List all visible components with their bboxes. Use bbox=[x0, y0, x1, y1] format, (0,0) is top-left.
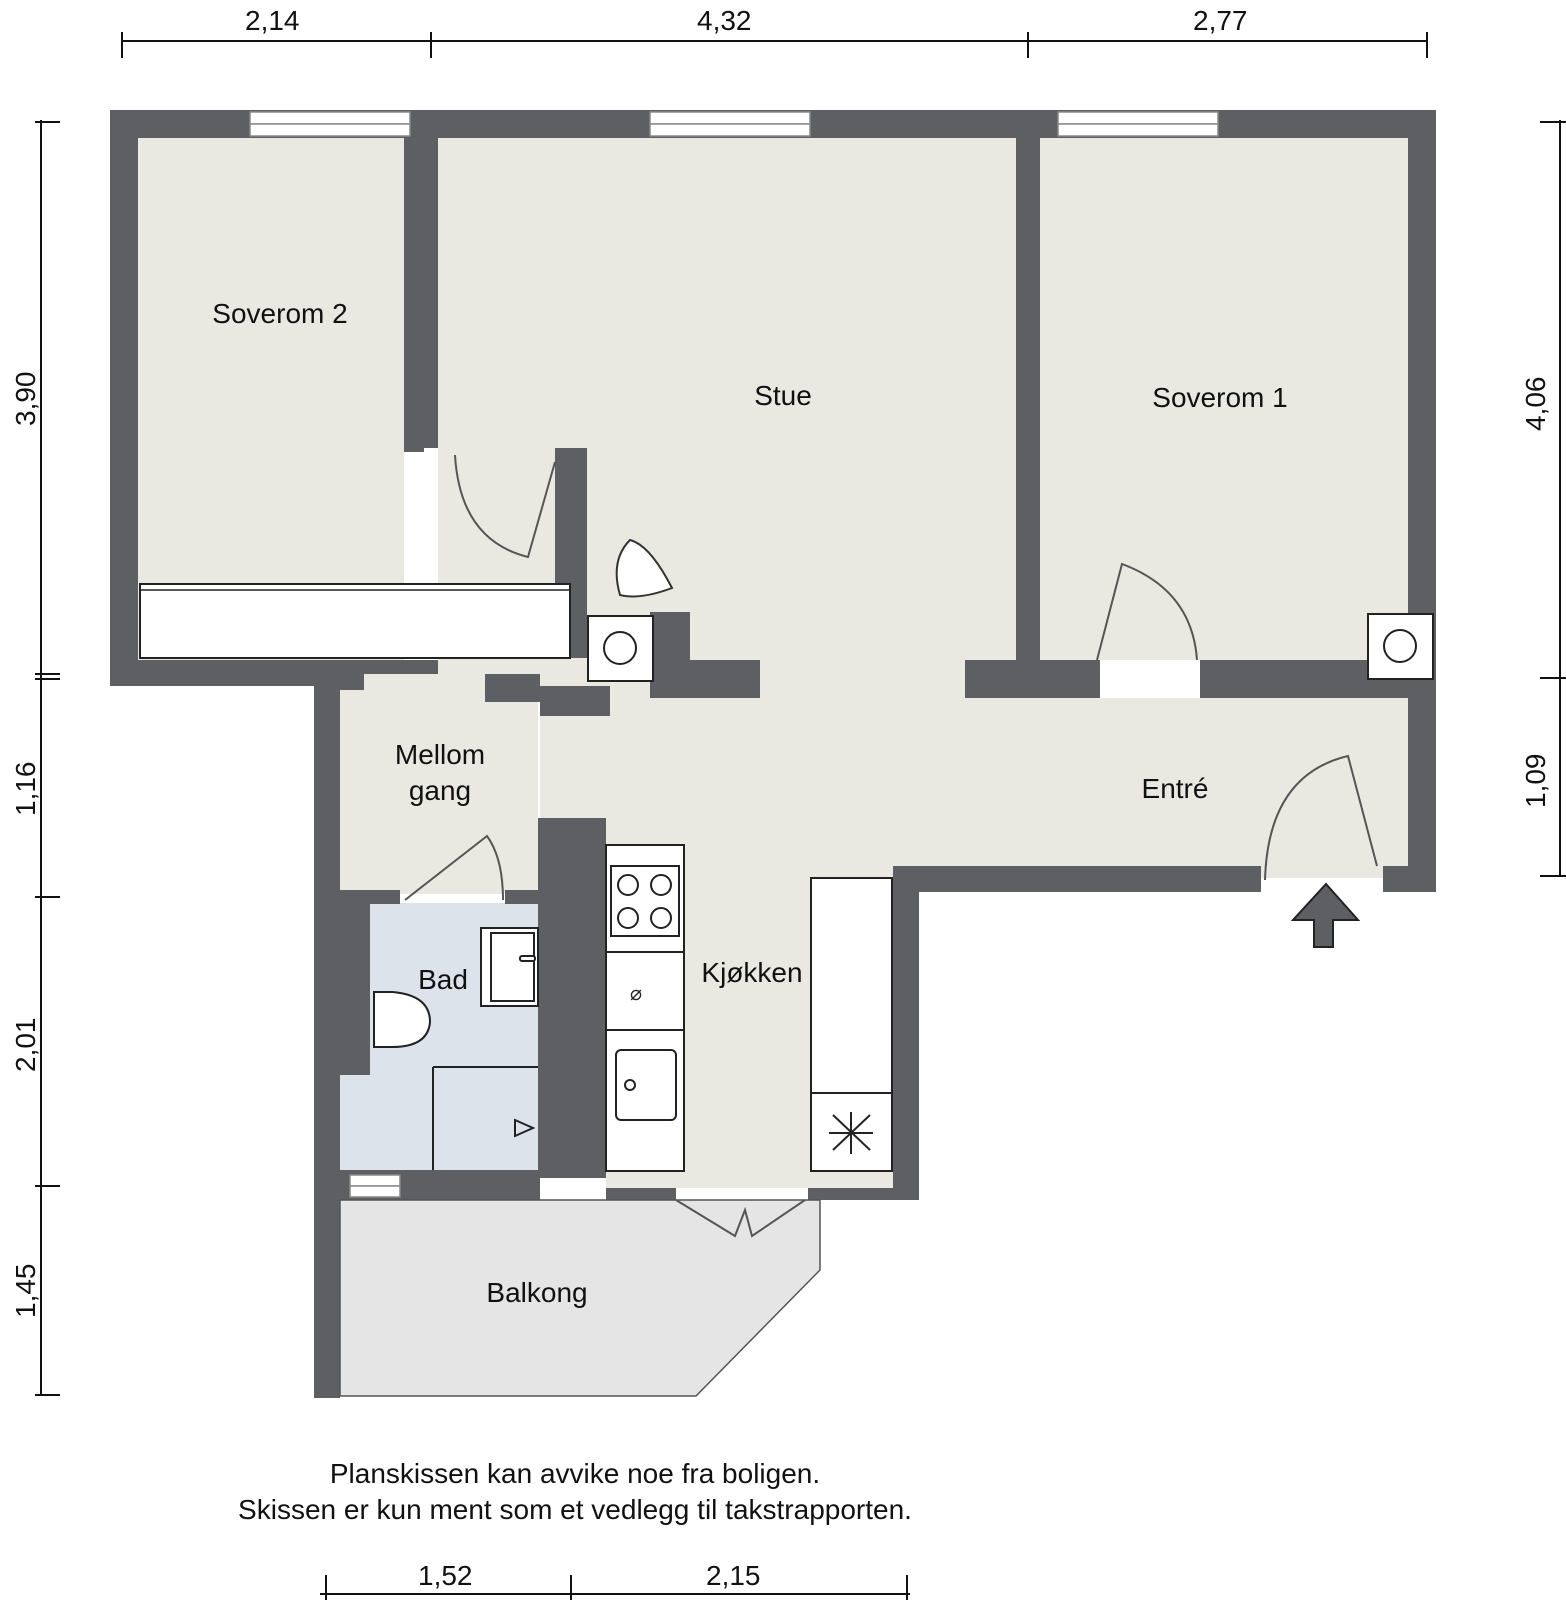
chair-icon bbox=[615, 538, 674, 598]
room-label-soverom1: Soverom 1 bbox=[1152, 382, 1288, 413]
dimension-lines bbox=[35, 32, 1566, 1600]
floors bbox=[138, 138, 1408, 1397]
dim-right-1: 4,06 bbox=[1520, 376, 1551, 432]
doors bbox=[404, 454, 1378, 1238]
dishwasher-icon: ⌀ bbox=[630, 981, 642, 1005]
dim-top-1: 2,14 bbox=[245, 5, 300, 36]
dim-bottom-2: 2,15 bbox=[706, 1560, 761, 1591]
room-label-kjokken: Kjøkken bbox=[701, 957, 803, 988]
dim-bottom-1: 1,52 bbox=[418, 1560, 473, 1591]
room-label-entre: Entré bbox=[1141, 773, 1209, 804]
room-label-balkong: Balkong bbox=[486, 1277, 588, 1308]
dim-left-3: 2,01 bbox=[10, 1017, 41, 1073]
dim-left-1: 3,90 bbox=[10, 371, 41, 427]
kitchen-counter bbox=[605, 844, 685, 1172]
bathroom-fixtures bbox=[373, 927, 539, 1170]
floor-balkong bbox=[339, 1199, 821, 1397]
disclaimer-line-2: Skissen er kun ment som et vedlegg til t… bbox=[238, 1494, 912, 1525]
room-label-mellomgang-1: Mellom bbox=[394, 739, 486, 770]
dim-top-2: 4,32 bbox=[697, 5, 752, 36]
room-label-stue: Stue bbox=[754, 380, 812, 411]
dim-right-2: 1,09 bbox=[1520, 753, 1551, 809]
floor-mellomgang bbox=[340, 674, 538, 894]
floor-soverom1 bbox=[1040, 138, 1408, 660]
room-label-mellomgang-2: gang bbox=[408, 775, 472, 806]
dim-top-3: 2,77 bbox=[1193, 5, 1248, 36]
wardrobe bbox=[139, 583, 571, 659]
kitchen-tall-cabinet bbox=[810, 877, 893, 1172]
floor-soverom2 bbox=[138, 138, 404, 660]
dim-left-4: 1,45 bbox=[10, 1263, 41, 1319]
disclaimer-line-1: Planskissen kan avvike noe fra boligen. bbox=[329, 1458, 821, 1489]
room-label-soverom2: Soverom 2 bbox=[212, 298, 348, 329]
room-label-bad: Bad bbox=[418, 964, 468, 995]
duct-icon bbox=[587, 613, 1434, 682]
windows bbox=[249, 111, 1219, 1198]
dim-left-2: 1,16 bbox=[10, 761, 41, 817]
entrance-arrow-icon bbox=[1290, 882, 1361, 948]
